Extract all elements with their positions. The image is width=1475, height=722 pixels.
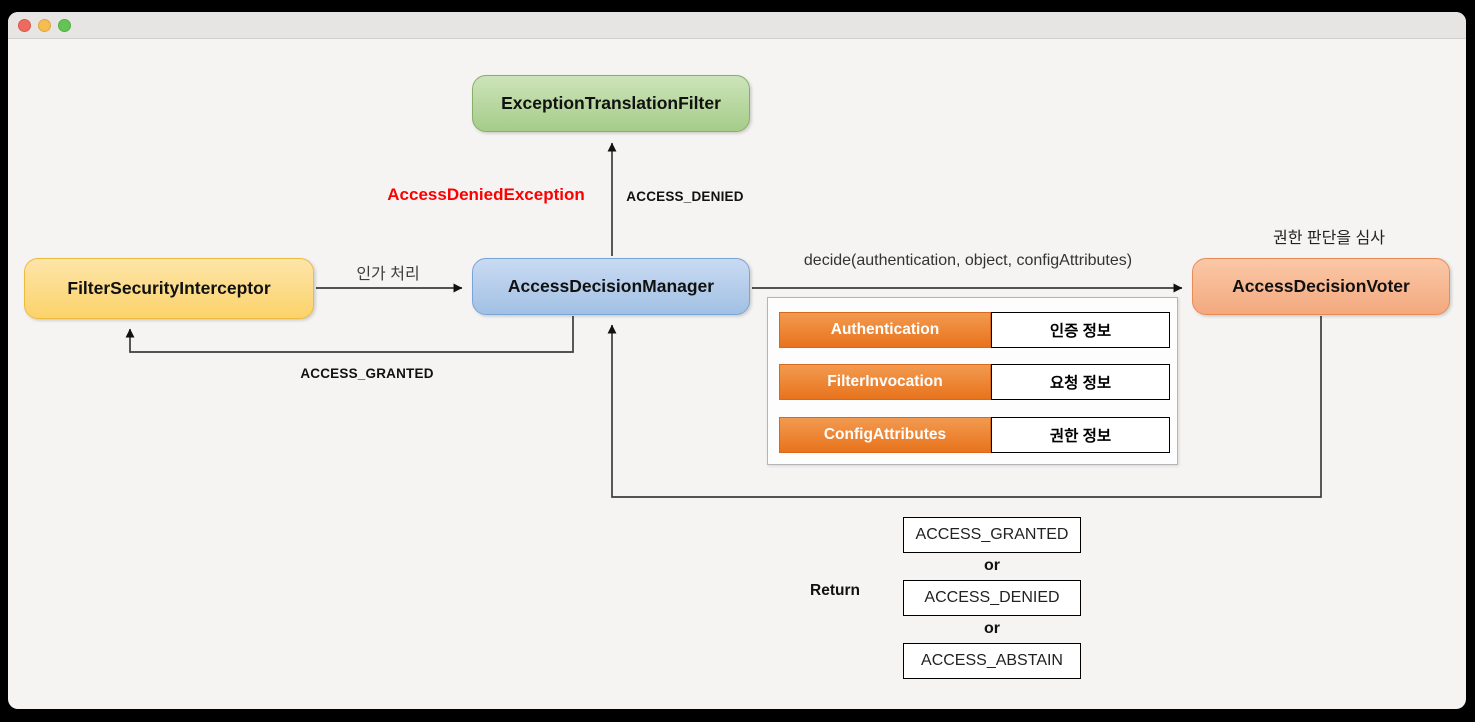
- table-value-authentication: 인증 정보: [991, 312, 1170, 348]
- return-option-access-granted: ACCESS_GRANTED: [903, 517, 1081, 553]
- label-voter-role: 권한 판단을 심사: [1273, 230, 1385, 247]
- decide-parameters-table: Authentication 인증 정보 FilterInvocation 요청…: [767, 297, 1178, 465]
- node-filter-security-interceptor: FilterSecurityInterceptor: [24, 258, 314, 319]
- zoom-button-icon[interactable]: [58, 18, 71, 32]
- table-row: ConfigAttributes 권한 정보: [768, 417, 1177, 453]
- label-access-denied-exception: AccessDeniedException: [387, 185, 585, 204]
- minimize-button-icon[interactable]: [38, 18, 51, 32]
- table-key-authentication: Authentication: [779, 312, 991, 348]
- window-titlebar: [8, 12, 1466, 39]
- label-return: Return: [810, 582, 860, 599]
- return-option-access-denied: ACCESS_DENIED: [903, 580, 1081, 616]
- return-option-access-abstain: ACCESS_ABSTAIN: [903, 643, 1081, 679]
- node-access-decision-voter: AccessDecisionVoter: [1192, 258, 1450, 315]
- label-decide-call: decide(authentication, object, configAtt…: [803, 252, 1133, 269]
- label-or-1: or: [984, 557, 1000, 574]
- table-value-config-attributes: 권한 정보: [991, 417, 1170, 453]
- node-access-decision-manager: AccessDecisionManager: [472, 258, 750, 315]
- label-access-granted: ACCESS_GRANTED: [300, 366, 434, 381]
- node-exception-translation-filter: ExceptionTranslationFilter: [472, 75, 750, 132]
- close-button-icon[interactable]: [18, 18, 31, 32]
- table-key-filter-invocation: FilterInvocation: [779, 364, 991, 400]
- table-row: Authentication 인증 정보: [768, 312, 1177, 348]
- table-row: FilterInvocation 요청 정보: [768, 364, 1177, 400]
- table-value-filter-invocation: 요청 정보: [991, 364, 1170, 400]
- label-authorization-processing: 인가 처리: [356, 266, 420, 283]
- table-key-config-attributes: ConfigAttributes: [779, 417, 991, 453]
- label-or-2: or: [984, 620, 1000, 637]
- label-access-denied: ACCESS_DENIED: [626, 189, 744, 204]
